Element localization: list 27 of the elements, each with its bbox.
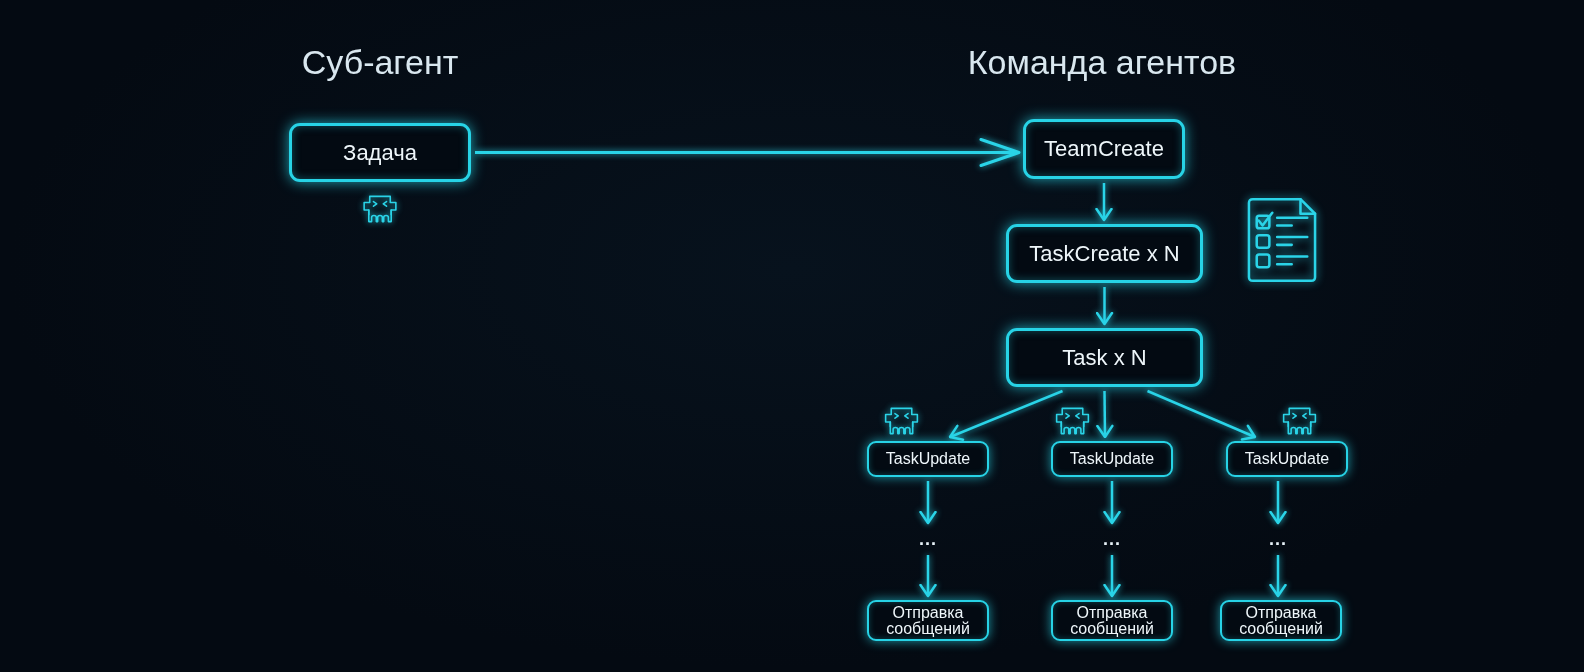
arrow bbox=[1103, 555, 1121, 598]
process-box: Задача bbox=[289, 123, 471, 182]
arrow bbox=[919, 481, 937, 525]
arrow bbox=[1147, 389, 1257, 441]
arrow bbox=[1269, 481, 1287, 525]
arrow bbox=[1095, 183, 1113, 222]
arrow bbox=[1103, 481, 1121, 525]
process-box: TaskUpdate bbox=[1051, 441, 1173, 477]
arrow bbox=[948, 389, 1063, 442]
process-box: Отправка сообщений bbox=[1220, 600, 1342, 641]
process-box: TaskUpdate bbox=[867, 441, 989, 477]
process-box: TeamCreate bbox=[1023, 119, 1185, 179]
section-heading: Суб-агент bbox=[300, 42, 460, 82]
process-box: TaskCreate x N bbox=[1006, 224, 1203, 283]
ellipsis-text: ... bbox=[1263, 527, 1293, 551]
arrow bbox=[1269, 555, 1287, 598]
process-box: Отправка сообщений bbox=[867, 600, 989, 641]
ellipsis-text: ... bbox=[913, 527, 943, 551]
arrow bbox=[1095, 287, 1114, 326]
arrow bbox=[475, 138, 1021, 167]
process-box: TaskUpdate bbox=[1226, 441, 1348, 477]
section-heading: Команда агентов bbox=[966, 42, 1238, 82]
process-box: Отправка сообщений bbox=[1051, 600, 1173, 641]
ellipsis-text: ... bbox=[1097, 527, 1127, 551]
arrow bbox=[919, 555, 937, 598]
process-box: Task x N bbox=[1006, 328, 1203, 387]
arrow bbox=[1096, 391, 1114, 439]
